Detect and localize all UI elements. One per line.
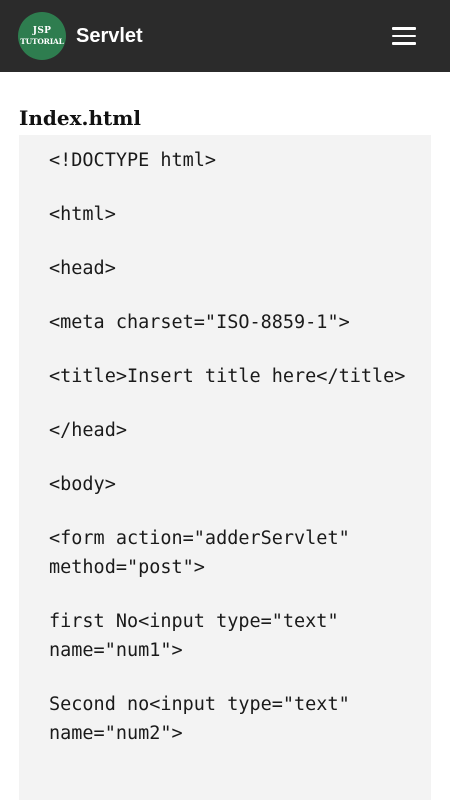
- menu-bar: [392, 42, 416, 45]
- code-line: first No<input type="text" name="num1">: [49, 611, 339, 661]
- code-line: <meta charset="ISO-8859-1">: [49, 312, 350, 333]
- code-line: <title>Insert title here</title>: [49, 366, 406, 387]
- code-line: <html>: [49, 204, 116, 225]
- code-line: <form action="adderServlet" method="post…: [49, 528, 350, 578]
- code-line: <head>: [49, 258, 116, 279]
- menu-bar: [392, 27, 416, 30]
- hamburger-menu-icon[interactable]: [386, 20, 422, 52]
- code-line: Second no<input type="text" name="num2">: [49, 694, 350, 744]
- code-line: <body>: [49, 474, 116, 495]
- section-heading: Index.html: [19, 106, 142, 130]
- code-line: </head>: [49, 420, 127, 441]
- code-block: <!DOCTYPE html> <html> <head> <meta char…: [19, 135, 431, 800]
- menu-bar: [392, 34, 416, 38]
- app-title: Servlet: [76, 25, 143, 47]
- code-line: <!DOCTYPE html>: [49, 150, 217, 171]
- logo-text-line1: JSP: [32, 25, 52, 36]
- logo-text-line2: TUTORIAL: [20, 36, 64, 46]
- jsp-tutorial-logo[interactable]: JSP TUTORIAL: [18, 12, 66, 60]
- app-bar: JSP TUTORIAL Servlet: [0, 0, 450, 72]
